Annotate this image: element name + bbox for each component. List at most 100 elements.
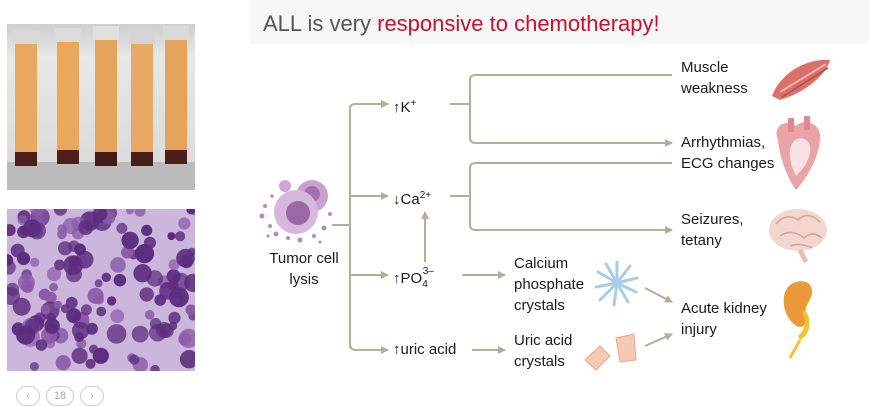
smear-cell (55, 355, 71, 371)
smear-cell (7, 224, 16, 237)
smear-cell (134, 209, 146, 217)
smear-cell (110, 257, 126, 273)
title-band (250, 0, 869, 44)
smear-cell (30, 257, 40, 267)
phosphate-label: ↑PO43– (393, 266, 434, 290)
smear-cell (106, 296, 117, 306)
tumor-cell-line2: lysis (289, 271, 319, 288)
smear-cell (133, 264, 152, 283)
smear-cell (7, 254, 14, 267)
tumor-cell-lysis-label: Tumor cell lysis (262, 248, 346, 290)
prev-slide-button[interactable]: ‹ (16, 386, 40, 406)
smear-cell (187, 247, 195, 257)
smear-cell (16, 325, 36, 345)
leukemia-blood-smear-micrograph (7, 209, 195, 371)
tumor-cell-line1: Tumor cell (269, 250, 339, 267)
muscle-line2: weakness (681, 80, 748, 97)
smear-cell (171, 272, 190, 292)
phosphate-charge: 3– (422, 266, 434, 277)
smear-cell (47, 267, 62, 282)
smear-cell (185, 304, 195, 316)
uric-acid-label: ↑uric acid (393, 341, 457, 358)
uac-line2: crystals (514, 353, 565, 370)
title-highlight: responsive to chemotherapy! (377, 11, 660, 36)
smear-cell (134, 244, 155, 264)
smear-cell (94, 279, 103, 288)
ca-branch (450, 162, 672, 230)
smear-cell (96, 306, 107, 317)
smear-cell (66, 308, 82, 324)
aki-line2: injury (681, 321, 717, 338)
potassium-label: ↑K+ (393, 98, 417, 116)
arrhythmia-line2: ECG changes (681, 155, 775, 172)
arrow-crystals-to-aki-top (644, 287, 673, 303)
smear-cell (44, 318, 60, 334)
smear-cell (92, 209, 108, 222)
smear-cell (168, 311, 181, 324)
brain-icon (769, 209, 827, 264)
smear-cell (80, 304, 92, 316)
next-slide-button[interactable]: › (80, 386, 104, 406)
calcium-phosphate-crystals-label: Calcium phosphate crystals (514, 253, 584, 316)
smear-cell (150, 364, 160, 371)
smear-cell (131, 325, 149, 343)
chevron-right-icon: › (90, 390, 94, 402)
seizures-line1: Seizures, (681, 211, 744, 228)
smear-cell (53, 209, 68, 216)
smear-cell (10, 243, 25, 258)
title-prefix: ALL is very (263, 11, 378, 36)
smear-cell (29, 362, 39, 371)
cap-line2: phosphate (514, 276, 585, 293)
smear-cell (17, 274, 35, 291)
smear-cell (66, 266, 82, 283)
smear-cell (53, 300, 62, 309)
smear-cell (30, 209, 46, 217)
phosphate-symbol: PO (400, 270, 423, 287)
smear-cell (144, 310, 155, 320)
uric-acid-text: uric acid (400, 341, 457, 358)
smear-cell (35, 339, 48, 351)
smear-cell (116, 222, 128, 234)
smear-cell (74, 243, 86, 256)
smear-cell (89, 344, 99, 354)
smear-cell (78, 220, 94, 236)
smear-cell (71, 347, 88, 364)
chevron-left-icon: ‹ (26, 390, 30, 402)
arrhythmias-label: Arrhythmias, ECG changes (681, 132, 774, 174)
uric-acid-crystal-icon (584, 333, 637, 371)
smear-cell (121, 246, 134, 259)
smear-cell (28, 221, 46, 240)
smear-cell (159, 282, 177, 300)
uric-acid-crystals-label: Uric acid crystals (514, 330, 572, 372)
potassium-symbol: K (400, 99, 411, 116)
potassium-charge: + (410, 98, 417, 109)
acute-kidney-injury-label: Acute kidney injury (681, 298, 767, 340)
arrow-to-k (349, 100, 389, 109)
smear-cell (87, 287, 104, 304)
smear-cell (65, 296, 78, 309)
smear-cell (74, 332, 85, 343)
page-number: 18 (46, 386, 74, 406)
seizures-line2: tetany (681, 232, 722, 249)
muscle-icon (772, 59, 830, 100)
smear-cell (34, 312, 46, 324)
smear-cell (54, 259, 65, 271)
blood-tubes-photo (7, 24, 195, 190)
slide-title: ALL is very responsive to chemotherapy! (263, 11, 660, 37)
calcium-label: ↓Ca2+ (393, 190, 432, 208)
heart-icon (776, 116, 821, 190)
smear-cell (129, 354, 140, 365)
uac-line1: Uric acid (514, 332, 573, 349)
smear-cell (7, 282, 20, 297)
smear-cell (121, 231, 139, 250)
cap-line3: crystals (514, 297, 565, 314)
smear-cell (58, 241, 73, 256)
smear-cell (110, 309, 125, 323)
muscle-line1: Muscle (681, 59, 729, 76)
arrow-crystals-to-aki-bottom (644, 333, 673, 347)
smear-cell (141, 224, 153, 236)
calcium-symbol: Ca (400, 191, 420, 208)
arrow-to-uric (349, 343, 389, 354)
smear-cell (125, 209, 135, 215)
smear-cell (101, 272, 112, 282)
